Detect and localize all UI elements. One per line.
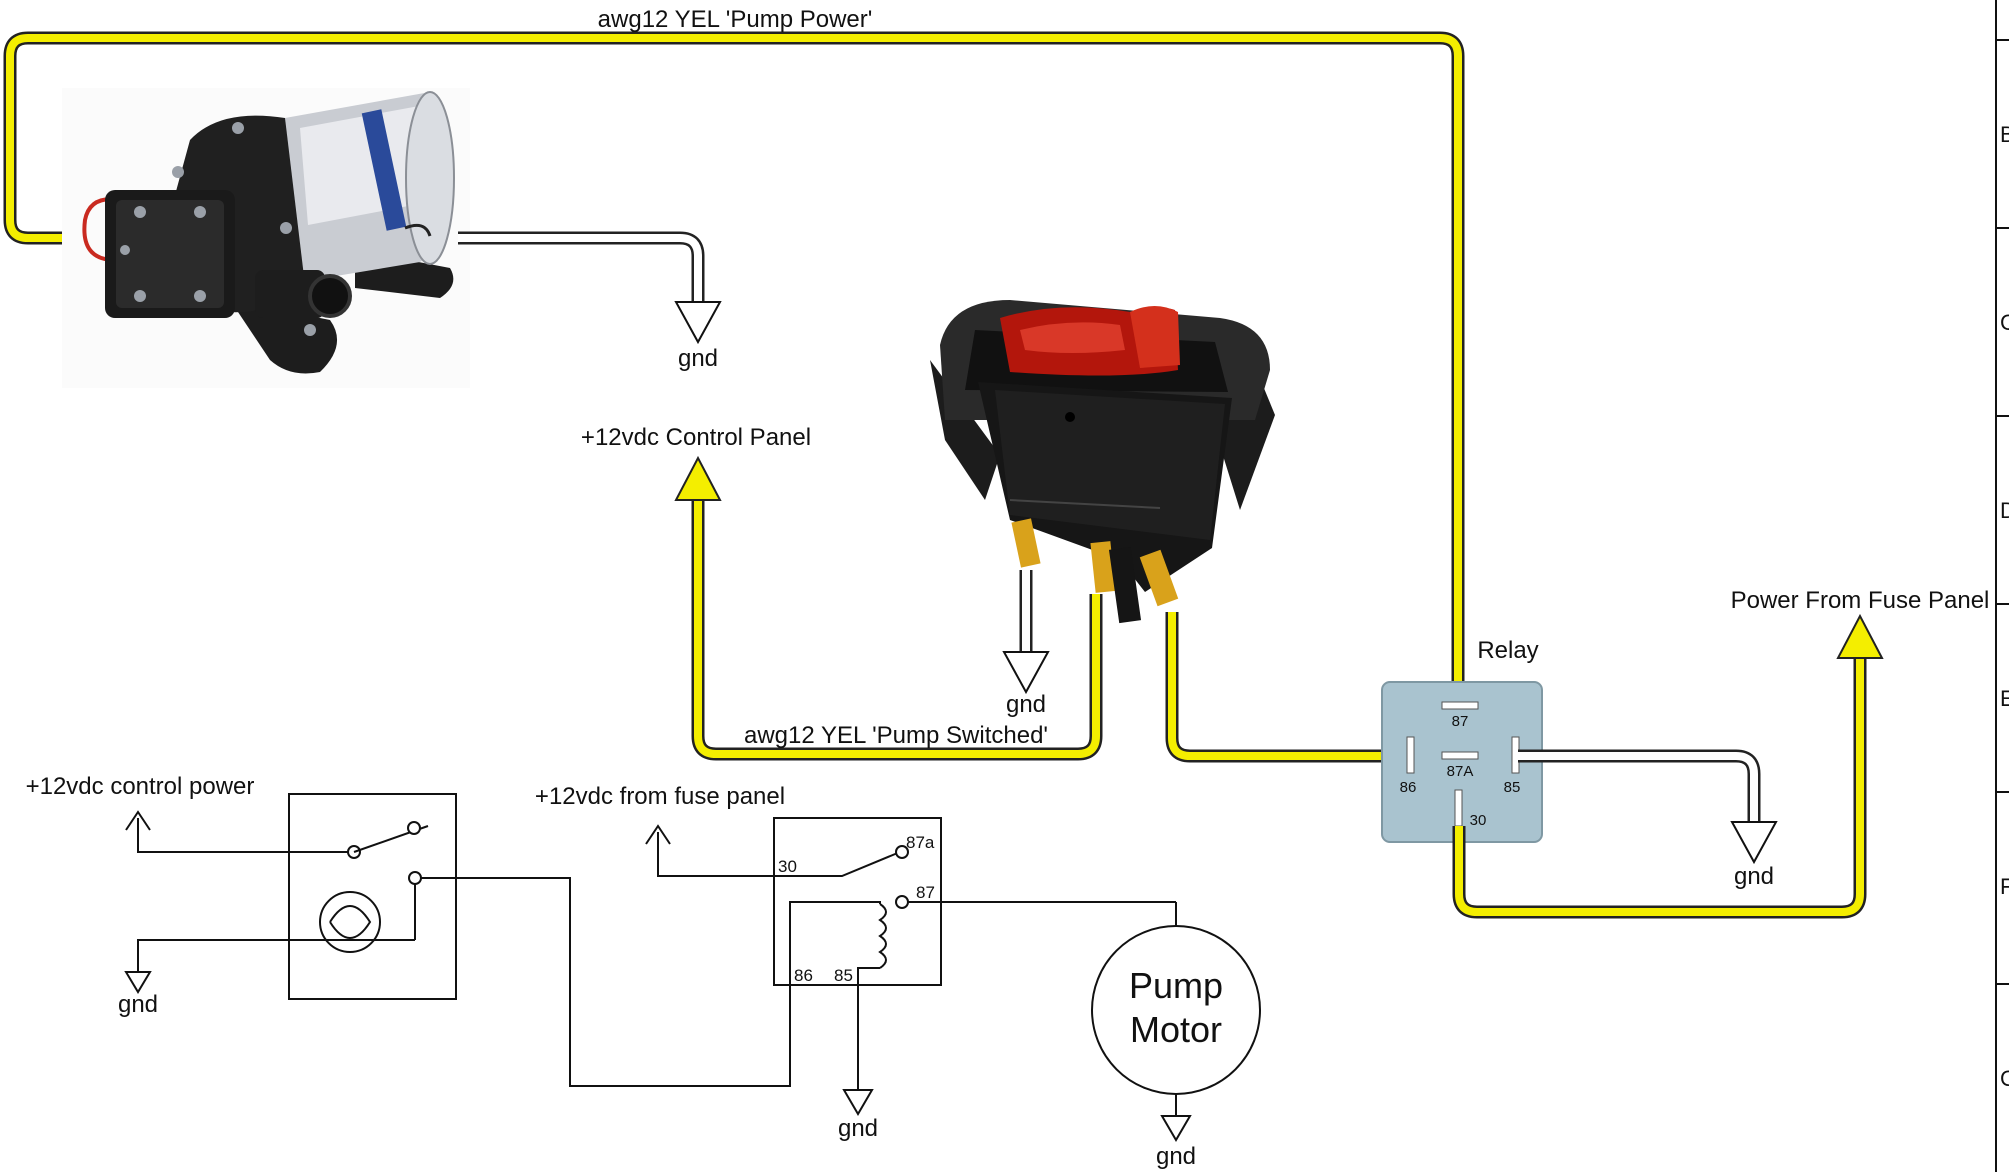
pump-ground-wire <box>458 231 722 345</box>
relay-pin-87a: 87A <box>1447 763 1474 780</box>
relay-ground-wire <box>1518 749 1778 865</box>
pump-motor-label-line1: Pump <box>1129 965 1223 1006</box>
relay-pin-85: 85 <box>1504 779 1521 796</box>
pump-switched-wire-label: awg12 YEL 'Pump Switched' <box>744 722 1048 749</box>
sheet-border: B C D E F G <box>1995 0 2009 1172</box>
relay-title: Relay <box>1477 637 1538 664</box>
schem-relay-gnd-label: gnd <box>838 1115 878 1142</box>
control-panel-label: +12vdc Control Panel <box>581 424 811 451</box>
from-fuse-panel-label: +12vdc from fuse panel <box>535 783 785 810</box>
control-switch-schematic <box>124 793 880 1087</box>
relay-pin-30: 30 <box>1470 812 1487 829</box>
schem-pin-87a: 87a <box>906 833 935 852</box>
switch-gnd-label: gnd <box>1006 691 1046 718</box>
control-gnd-label: gnd <box>118 991 158 1018</box>
border-letter-g: G <box>2000 1066 2009 1091</box>
pump-gnd-label: gnd <box>678 345 718 372</box>
border-letter-f: F <box>2000 874 2009 899</box>
pump-power-wire-label: awg12 YEL 'Pump Power' <box>598 6 873 33</box>
switch-ground-wire <box>1002 570 1050 695</box>
power-from-fuse-panel-label: Power From Fuse Panel <box>1731 587 1990 614</box>
schem-pin-87: 87 <box>916 883 935 902</box>
switch-to-relay-wire <box>1165 612 1408 763</box>
schem-pin-86: 86 <box>794 966 813 985</box>
relay-schematic <box>645 817 1176 1116</box>
water-pump-icon <box>62 88 470 388</box>
relay-pin-86: 86 <box>1400 779 1417 796</box>
border-letter-d: D <box>2000 498 2009 523</box>
pump-motor-symbol <box>1091 902 1261 1142</box>
schem-pin-85: 85 <box>834 966 853 985</box>
fuse-panel-wire <box>1452 613 1884 919</box>
border-letter-c: C <box>2000 310 2009 335</box>
border-letter-e: E <box>2000 686 2009 711</box>
rocker-switch-icon <box>930 300 1275 624</box>
motor-gnd-label: gnd <box>1156 1143 1196 1170</box>
relay-pin-87: 87 <box>1452 713 1469 730</box>
relay-gnd-label: gnd <box>1734 863 1774 890</box>
schem-pin-30: 30 <box>778 857 797 876</box>
control-power-label: +12vdc control power <box>26 773 255 800</box>
pump-motor-label-line2: Motor <box>1130 1009 1222 1050</box>
pump-power-wire <box>3 31 1465 706</box>
pump-switched-wire <box>674 455 1103 761</box>
border-letter-b: B <box>2000 122 2009 147</box>
